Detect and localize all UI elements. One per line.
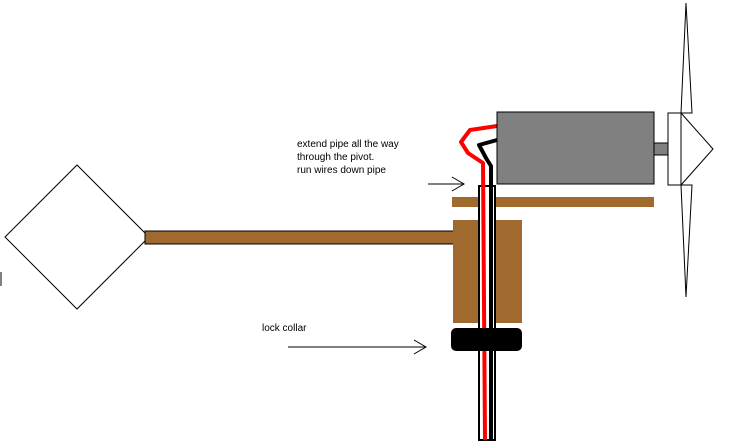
mounting-board: [452, 197, 654, 207]
propeller-lower-blade: [680, 184, 693, 298]
black-wire: [477, 138, 498, 440]
motor-shaft: [653, 142, 669, 156]
tail-boom: [144, 230, 479, 245]
propeller-upper-blade: [680, 2, 693, 114]
red-wire: [459, 124, 498, 441]
pipe-note-line-2: through the pivot.: [297, 152, 374, 163]
collar-note-arrow: [288, 339, 427, 355]
pipe-note-line-3: run wires down pipe: [297, 165, 386, 176]
propeller-hub: [667, 112, 682, 186]
pipe-note: extend pipe all the way through the pivo…: [297, 139, 402, 176]
tail-vane: [4, 164, 150, 310]
pipe-note-arrow: [428, 176, 465, 192]
lock-collar: [451, 328, 522, 351]
collar-note: lock collar: [262, 323, 307, 334]
propeller-nose: [680, 111, 714, 187]
motor-body: [496, 111, 655, 185]
pipe-note-line-1: extend pipe all the way: [297, 139, 399, 150]
